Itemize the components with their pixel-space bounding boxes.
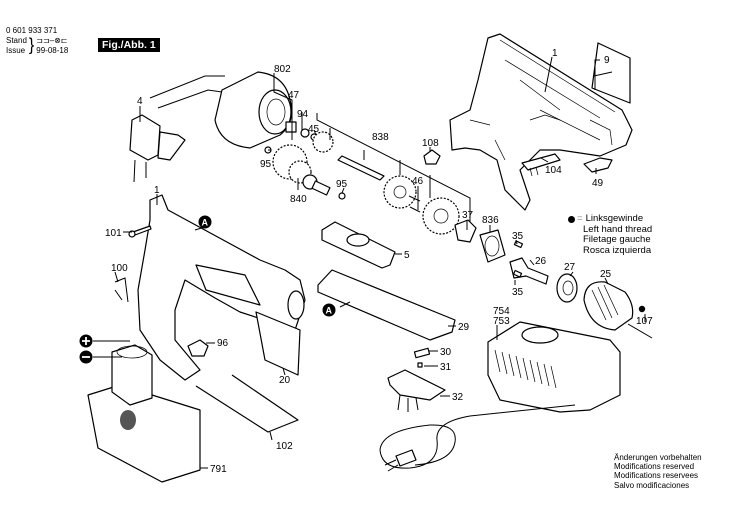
- part-791-battery: [87, 344, 201, 483]
- legend-equals: =: [577, 213, 583, 224]
- callout-45: 45: [308, 124, 320, 135]
- callout-840: 840: [290, 194, 307, 205]
- left-hand-thread-legend: = Linksgewinde Left hand thread Filetage…: [568, 213, 653, 256]
- stand-issue-block: Stand Issue } ⊐⊐–⊗⊏ 99-08-18: [6, 36, 68, 56]
- callout-30: 30: [440, 347, 452, 358]
- callout-27: 27: [564, 262, 576, 273]
- charger-754-753: [487, 321, 621, 413]
- part-108-clip: [423, 149, 441, 165]
- motor-assembly: [149, 71, 297, 149]
- stand-value: ⊐⊐–⊗⊏: [36, 36, 68, 45]
- callout-753: 753: [493, 316, 510, 327]
- callout-9: 9: [604, 55, 610, 66]
- part-32-terminal-block: [387, 369, 446, 401]
- callout-47: 47: [288, 90, 300, 101]
- part-100-wire: [114, 277, 129, 303]
- callout-25: 25: [600, 269, 612, 280]
- callout-104: 104: [545, 165, 562, 176]
- left-thread-dot-icon: [568, 215, 575, 223]
- callout-26: 26: [535, 256, 547, 267]
- planet-gear-1: [383, 175, 417, 209]
- legend-line-es: Rosca izquierda: [583, 244, 652, 256]
- callout-836: 836: [482, 215, 499, 226]
- planet-gear-2: [422, 197, 460, 235]
- callout-838: 838: [372, 132, 389, 143]
- modifications-notice: Änderungen vorbehalten Modifications res…: [614, 453, 702, 490]
- notice-line-fr: Modifications reservees: [614, 471, 699, 481]
- callout-107: 107: [636, 316, 653, 327]
- part-number: 0 601 933 371: [6, 26, 58, 35]
- callout-numbers: 1 9 802 47 4 94 45 838 108 104 49 95 95 …: [105, 48, 653, 475]
- callout-1-right: 1: [552, 48, 558, 59]
- callout-1-left: 1: [154, 185, 160, 196]
- callout-100: 100: [111, 263, 128, 274]
- part-37-coupling: [454, 219, 477, 243]
- part-26-spindle: [509, 257, 549, 285]
- callout-46: 46: [412, 176, 424, 187]
- part-840-gear-cluster: [264, 144, 346, 200]
- callout-102: 102: [276, 441, 293, 452]
- legend-line-de: Linksgewinde: [585, 213, 644, 224]
- brace-icon: }: [28, 36, 35, 55]
- callout-94: 94: [297, 109, 309, 120]
- part-836-ring: [479, 229, 506, 263]
- part-9-label-plate: [591, 42, 631, 104]
- callout-791: 791: [210, 464, 227, 475]
- notice-line-en: Modifications reserved: [614, 462, 695, 472]
- callout-95-right: 95: [336, 179, 348, 190]
- issue-label: Issue: [6, 46, 26, 55]
- document-header: 0 601 933 371 Stand Issue } ⊐⊐–⊗⊏ 99-08-…: [6, 26, 68, 56]
- figure-label: Fig./Abb. 1: [98, 38, 160, 52]
- svg-text:A: A: [202, 218, 209, 228]
- callout-31: 31: [440, 362, 452, 373]
- notice-line-de: Änderungen vorbehalten: [614, 453, 702, 462]
- callout-20: 20: [279, 375, 291, 386]
- housing-half-left: [137, 194, 306, 381]
- callout-37: 37: [462, 210, 474, 221]
- part-96-contact: [187, 339, 209, 357]
- notice-line-es: Salvo modificaciones: [614, 480, 690, 490]
- part-102-wire-loop: [195, 374, 299, 433]
- callout-101: 101: [105, 228, 122, 239]
- reference-marker-a-top: A: [198, 215, 212, 229]
- legend-line-fr: Filetage gauche: [583, 234, 651, 245]
- svg-text:A: A: [326, 306, 333, 316]
- housing-half-right: [449, 33, 633, 211]
- part-29-cover: [317, 269, 456, 341]
- power-cord: [379, 404, 576, 469]
- part-94-bearing: [300, 128, 310, 138]
- part-104-board: [521, 153, 561, 171]
- part-25-chuck: [583, 281, 634, 331]
- legend-line-en: Left hand thread: [583, 223, 653, 235]
- callout-4: 4: [137, 96, 143, 107]
- reference-marker-a-bottom: A: [322, 303, 336, 317]
- part-838-shaft: [337, 155, 385, 181]
- left-thread-marker-icon: [638, 305, 646, 313]
- part-27-ring: [556, 273, 578, 303]
- part-30-contact: [413, 347, 431, 359]
- callout-802: 802: [274, 64, 291, 75]
- part-20-plate: [255, 311, 301, 376]
- callout-5: 5: [404, 250, 410, 261]
- callout-108: 108: [422, 138, 439, 149]
- callout-35-top: 35: [512, 231, 524, 242]
- callout-95-left: 95: [260, 159, 272, 170]
- callout-32: 32: [452, 392, 464, 403]
- callout-96: 96: [217, 338, 229, 349]
- callout-leaders: [114, 56, 646, 469]
- gear-small: [312, 131, 334, 153]
- part-4-switch: [129, 114, 186, 183]
- callout-754: 754: [493, 306, 510, 317]
- callout-29: 29: [458, 322, 470, 333]
- stand-label: Stand: [6, 36, 27, 45]
- callout-35-bottom: 35: [512, 287, 524, 298]
- part-31-spring: [417, 362, 423, 368]
- issue-value: 99-08-18: [36, 46, 69, 55]
- part-49-clip: [583, 157, 613, 173]
- euro-plug: [395, 449, 417, 467]
- callout-49: 49: [592, 178, 604, 189]
